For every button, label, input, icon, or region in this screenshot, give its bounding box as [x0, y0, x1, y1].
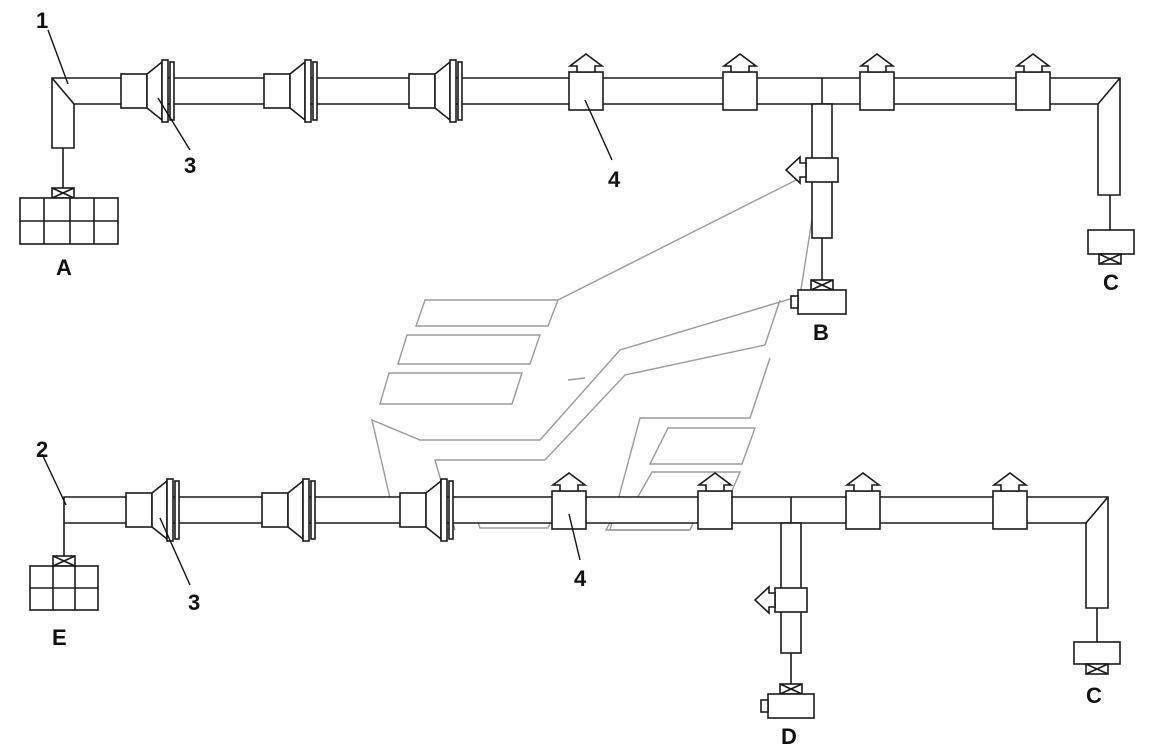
connector-d: [760, 653, 815, 719]
grommet: [263, 59, 318, 123]
connector-b: [790, 238, 847, 315]
label-harness-1: 1: [36, 8, 48, 33]
label-connector-d: D: [781, 724, 797, 749]
grommet: [408, 59, 463, 123]
clip-branch: [784, 155, 839, 185]
clip: [858, 53, 896, 111]
label-connector-b: B: [813, 320, 829, 345]
clip: [550, 472, 588, 530]
label-connector-c-bottom: C: [1086, 683, 1102, 708]
label-connector-a: A: [56, 255, 72, 280]
grommet: [399, 478, 454, 542]
label-grommet-top: 3: [184, 153, 196, 178]
labels: 1 3 4 A B C 2 3 4 E D C: [36, 8, 1119, 749]
harness-2: [63, 472, 1109, 654]
label-connector-c-top: C: [1103, 270, 1119, 295]
connector-c-bottom: [1073, 608, 1121, 675]
connector-a: [19, 148, 119, 245]
grommet: [261, 478, 316, 542]
label-connector-e: E: [52, 625, 67, 650]
label-clip-top: 4: [608, 167, 621, 192]
harness-1: [51, 53, 1121, 239]
leader-lines: [41, 29, 613, 586]
clip: [844, 472, 882, 530]
label-clip-bottom: 4: [574, 566, 587, 591]
clip: [1014, 53, 1052, 111]
label-grommet-bottom: 3: [188, 590, 200, 615]
connector-e: [29, 523, 99, 611]
clip: [696, 472, 734, 530]
clip: [567, 53, 605, 111]
label-harness-2: 2: [36, 437, 48, 462]
grommet: [120, 59, 175, 123]
grommet: [125, 478, 180, 542]
clip: [991, 472, 1029, 530]
connector-c-top: [1087, 195, 1135, 265]
watermark-logo: [371, 166, 821, 531]
clip-branch: [753, 585, 808, 615]
clip: [721, 53, 759, 111]
